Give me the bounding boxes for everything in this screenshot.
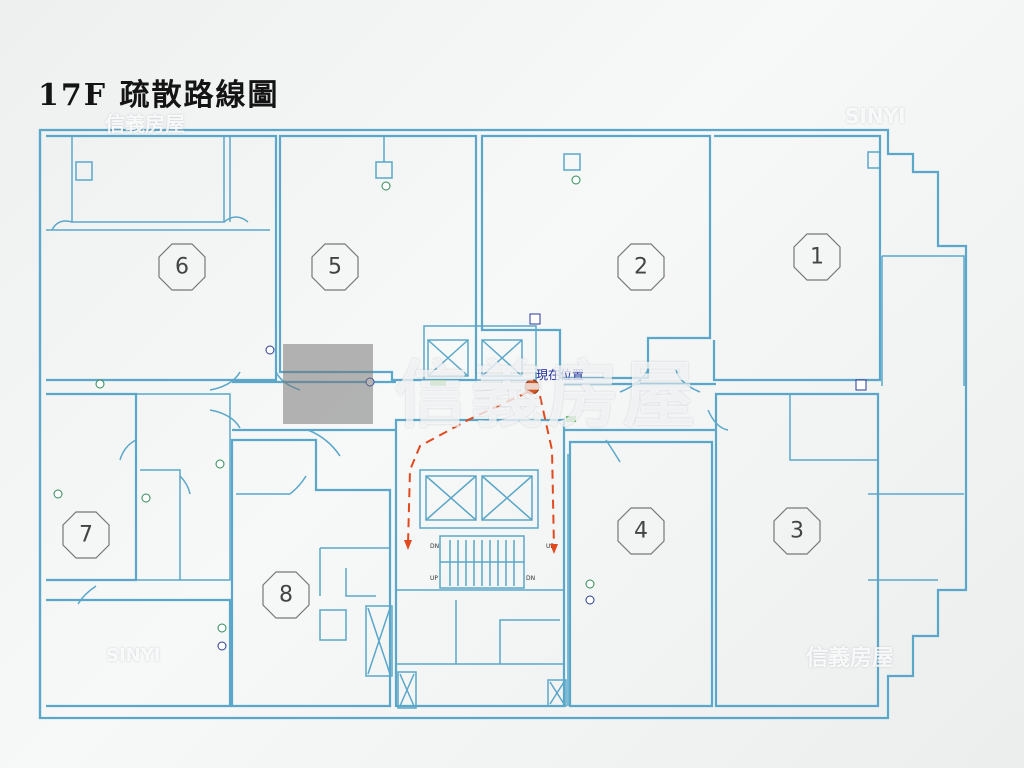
stairwell: DN UP UP DN	[430, 535, 554, 589]
exit-sign-icon	[430, 380, 446, 386]
smoke-detector-icon	[529, 313, 541, 325]
watermark-bottom-right: 信義房屋	[806, 646, 895, 671]
stair-label-up-top: UP	[546, 543, 554, 550]
svg-text:2: 2	[634, 255, 648, 280]
watermark-center: 信義房屋	[395, 353, 700, 437]
exit-sign-icon	[566, 416, 576, 422]
room-label-7: 7	[62, 511, 110, 559]
room-label-2: 2	[617, 243, 665, 291]
svg-text:3: 3	[790, 519, 804, 544]
extinguisher-icon	[95, 379, 105, 389]
stair-label-up-bottom: UP	[430, 575, 438, 582]
watermark-top-left: 信義房屋	[105, 112, 185, 136]
current-location-label: 現在位置	[536, 368, 585, 382]
smoke-detector-icon	[855, 379, 867, 391]
extinguisher-icon	[571, 175, 581, 185]
room-4-walls	[568, 440, 714, 708]
extinguisher-icon	[141, 493, 151, 503]
room-label-8: 8	[262, 571, 310, 619]
svg-text:7: 7	[79, 523, 93, 548]
sprinkler-icon	[265, 345, 275, 355]
sprinkler-icon	[585, 595, 595, 605]
room-bottom-left-walls	[46, 598, 232, 708]
building-outline	[38, 128, 968, 720]
svg-text:8: 8	[279, 583, 293, 608]
room-1-walls	[712, 134, 882, 382]
elevator-group-top	[423, 325, 537, 381]
room-label-3: 3	[773, 507, 821, 555]
evacuation-route	[404, 391, 558, 554]
plan-title: 17F 疏散路線圖	[38, 78, 280, 113]
watermark-top-right: SINYI	[845, 104, 906, 128]
room-label-5: 5	[311, 243, 359, 291]
stair-label-dn-bottom: DN	[526, 575, 535, 582]
svg-text:4: 4	[634, 519, 648, 544]
extinguisher-icon	[215, 459, 225, 469]
watermark-bottom-left: SINYI	[106, 645, 161, 666]
core-walls	[394, 418, 566, 708]
extinguisher-icon	[585, 579, 595, 589]
room-7-walls	[46, 392, 138, 582]
svg-text:1: 1	[810, 245, 824, 270]
room-5-walls	[278, 134, 478, 382]
extinguisher-icon	[53, 489, 63, 499]
watermark-logo	[283, 344, 373, 424]
stair-label-dn-top: DN	[430, 543, 439, 550]
room-6-walls	[46, 134, 278, 382]
room-2-walls	[480, 134, 712, 380]
room-label-6: 6	[158, 243, 206, 291]
extinguisher-icon	[217, 623, 227, 633]
svg-text:6: 6	[175, 255, 189, 280]
current-location-marker	[524, 379, 540, 395]
room-3-walls	[714, 392, 880, 708]
sprinkler-icon	[217, 641, 227, 651]
extinguisher-icon	[381, 181, 391, 191]
svg-text:5: 5	[328, 255, 342, 280]
room-label-4: 4	[617, 507, 665, 555]
room-label-1: 1	[793, 233, 841, 281]
elevator-group-bottom	[419, 469, 539, 529]
